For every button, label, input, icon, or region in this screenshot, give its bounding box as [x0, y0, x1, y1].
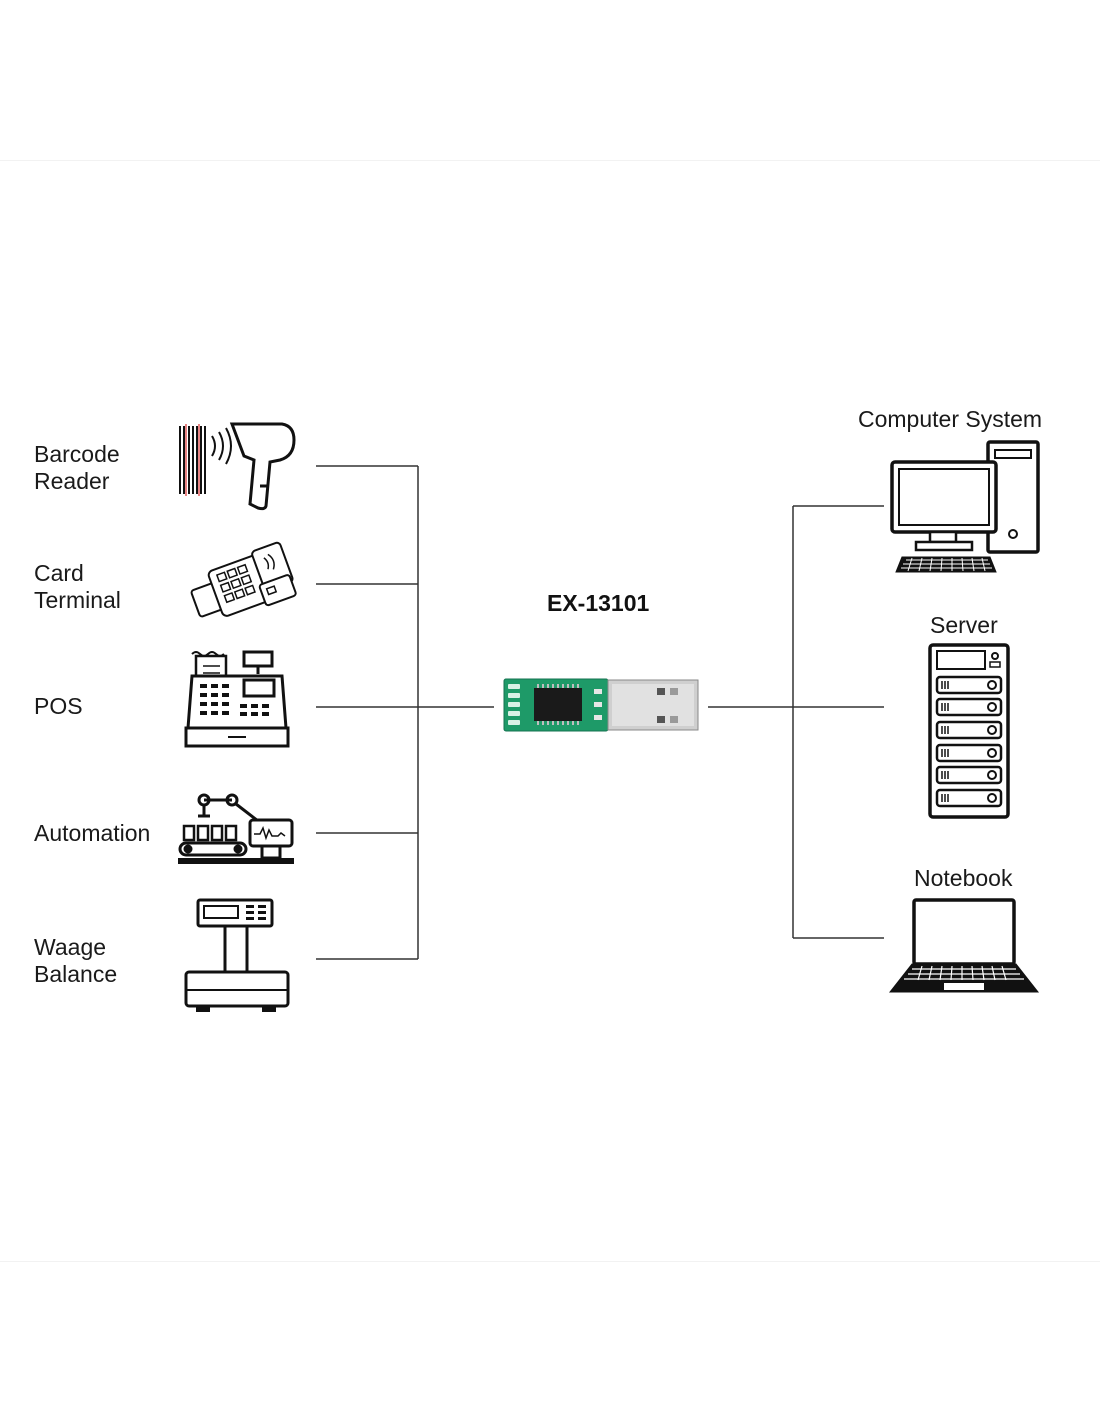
diagram-panel	[0, 160, 1100, 1262]
right-connector-lines	[708, 505, 884, 939]
cash-register-icon	[184, 650, 290, 748]
card-terminal-icon	[190, 541, 297, 618]
robot-arm-conveyor-icon	[178, 793, 294, 864]
server-rack-icon	[928, 643, 1010, 819]
label-server: Server	[930, 612, 998, 638]
weighing-scale-icon	[184, 898, 290, 1012]
laptop-icon	[888, 898, 1040, 993]
desktop-computer-icon	[890, 440, 1040, 573]
label-automation: Automation	[34, 820, 151, 846]
left-connector-lines	[316, 465, 494, 960]
device-model-label: EX-13101	[547, 590, 650, 616]
label-pos: POS	[34, 693, 83, 719]
label-computer-system: Computer System	[858, 406, 1043, 432]
label-notebook: Notebook	[914, 865, 1013, 891]
barcode-scanner-icon	[179, 422, 296, 511]
usb-serial-adapter-icon	[503, 678, 699, 732]
